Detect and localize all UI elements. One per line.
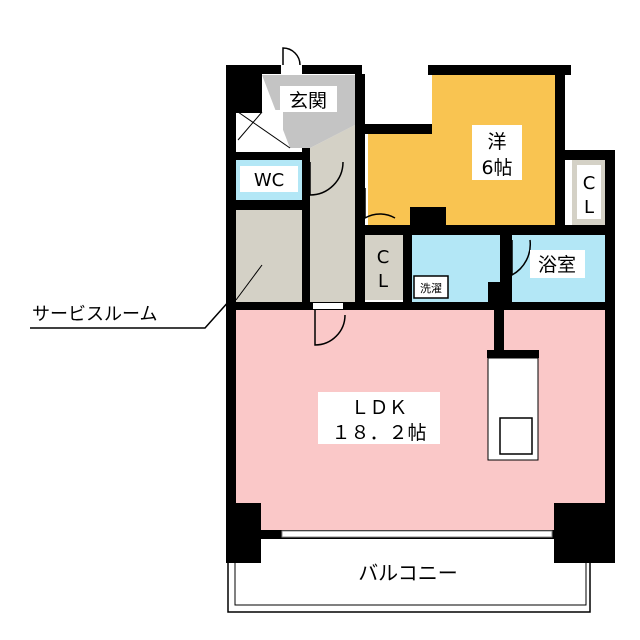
storage-line	[237, 111, 263, 141]
leader-line	[30, 299, 231, 329]
ldk-door[interactable]	[314, 310, 346, 346]
service-room-floor	[236, 210, 302, 302]
label-bg	[577, 165, 601, 219]
wc-label: WC	[254, 170, 284, 191]
ldk-door-frame	[313, 303, 343, 309]
balcony-label: バルコニー	[358, 561, 458, 585]
closet2-label-l: L	[378, 271, 388, 292]
entrance-label: 玄関	[289, 90, 327, 112]
western-door[interactable]	[364, 188, 396, 220]
storage-line	[235, 264, 263, 301]
label-bg	[530, 250, 585, 278]
balcony-inner	[234, 563, 587, 606]
service-room-label: サービスルーム	[32, 304, 157, 325]
label-bg	[240, 166, 298, 192]
closet2-label-c: C	[377, 247, 390, 268]
bath-label: 浴室	[538, 254, 576, 276]
laundry-label: 洗濯	[420, 282, 442, 295]
corridor-floor	[310, 125, 355, 302]
entrance-door-swing	[282, 47, 301, 66]
label-bg	[280, 86, 337, 112]
label-bg	[318, 392, 440, 444]
western-room-floor	[368, 75, 562, 225]
western-name-label: 洋	[487, 131, 506, 153]
closet1-label-l: L	[584, 197, 594, 218]
ldk-name-label: ＬＤＫ	[350, 397, 407, 419]
storage-line	[237, 111, 291, 149]
label-bg	[472, 125, 522, 180]
laundry-space	[413, 275, 449, 299]
closet1-label-c: C	[583, 173, 596, 194]
western-size-label: 6帖	[481, 157, 512, 179]
balcony-window[interactable]	[281, 530, 553, 538]
walls	[226, 65, 615, 563]
wc-door[interactable]	[309, 161, 344, 196]
closet2-floor	[365, 235, 403, 300]
sink	[499, 417, 533, 455]
balcony-outline	[227, 563, 591, 613]
ldk-size-label: １８．２帖	[331, 422, 426, 444]
bath-door[interactable]	[511, 239, 532, 277]
